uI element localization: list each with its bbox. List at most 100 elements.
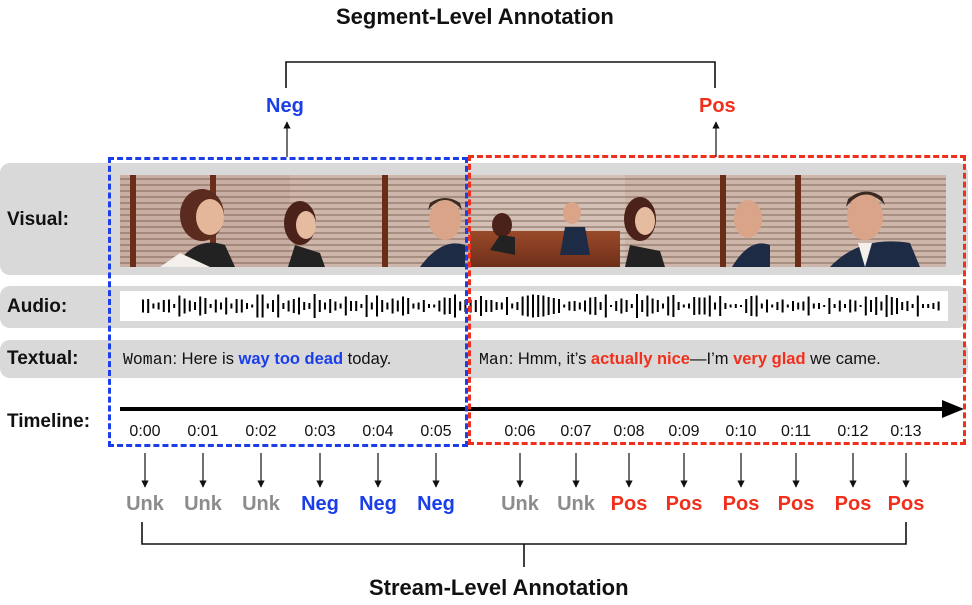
- audio-row-label: Audio:: [7, 296, 68, 317]
- waveform-bar: [932, 303, 935, 309]
- waveform-bar: [506, 297, 508, 315]
- waveform-bar: [630, 304, 633, 308]
- timeline-tick: 0:01: [187, 423, 219, 440]
- frame-3: [465, 175, 625, 267]
- waveform-bar: [526, 295, 529, 317]
- timeline-tick: 0:08: [613, 423, 645, 440]
- waveform-bar: [584, 300, 586, 312]
- waveform-bar: [719, 296, 722, 316]
- timeline-tick: 0:05: [420, 423, 452, 440]
- waveform-bar: [230, 303, 233, 309]
- waveform-bar: [443, 297, 446, 315]
- waveform-bar: [646, 295, 649, 317]
- stream-level-title: Stream-Level Annotation: [369, 575, 629, 600]
- waveform-bar: [266, 303, 269, 309]
- waveform-bar: [911, 304, 914, 308]
- timeline-tick: 0:09: [668, 423, 700, 440]
- waveform-bar: [916, 295, 919, 317]
- waveform-bar: [625, 300, 628, 312]
- waveform-bar: [703, 297, 706, 315]
- waveform-bar: [563, 304, 566, 308]
- waveform-bar: [589, 297, 592, 315]
- waveform-bar: [152, 303, 155, 309]
- waveform-bar: [896, 298, 898, 314]
- waveform-bar: [750, 296, 753, 316]
- stream-label: Pos: [887, 493, 925, 515]
- waveform-bar: [360, 304, 363, 308]
- speaker-woman: Woman: [123, 350, 173, 369]
- timeline-row-label: Timeline:: [7, 411, 91, 432]
- waveform-bar: [261, 294, 264, 318]
- video-frames-strip: [120, 175, 946, 267]
- waveform-bar: [391, 298, 394, 314]
- waveform-bar: [682, 304, 685, 308]
- waveform-bar: [802, 301, 805, 311]
- waveform-bar: [381, 300, 384, 312]
- stream-label: Unk: [557, 493, 595, 515]
- waveform-bar: [693, 297, 696, 315]
- frame-2: [284, 175, 465, 267]
- waveform-bar: [864, 296, 867, 316]
- stream-label: Neg: [417, 493, 455, 515]
- timeline-tick: 0:04: [362, 423, 394, 440]
- waveform-bar: [786, 304, 789, 308]
- waveform-bar: [511, 303, 514, 309]
- waveform-bar: [386, 302, 389, 310]
- waveform-bar: [454, 294, 456, 318]
- utterance-first-part-a: : Here is: [172, 350, 239, 368]
- waveform-bar: [480, 296, 482, 316]
- waveform-bar: [760, 303, 763, 309]
- waveform-bar: [287, 300, 290, 312]
- waveform-bar: [183, 298, 186, 314]
- waveform-bar: [677, 302, 680, 310]
- waveform-bar: [448, 298, 451, 314]
- waveform-bar: [620, 298, 623, 314]
- waveform-bar: [485, 300, 488, 312]
- waveform-bar: [828, 298, 831, 314]
- waveform-bar: [188, 300, 191, 312]
- waveform-bar: [459, 301, 462, 311]
- waveform-bar: [178, 295, 181, 317]
- timeline-tick: 0:03: [304, 423, 336, 440]
- timeline-tick: 0:07: [560, 423, 592, 440]
- timeline-tick: 0:11: [781, 423, 811, 440]
- waveform-bar: [225, 297, 228, 315]
- waveform-bar: [251, 304, 254, 308]
- speaker-man: Man: [479, 350, 509, 369]
- waveform-bar: [246, 303, 248, 309]
- waveform-bar: [142, 299, 144, 313]
- segment-level-title: Segment-Level Annotation: [336, 4, 614, 29]
- waveform-bar: [552, 298, 555, 314]
- waveform-bar: [500, 302, 503, 310]
- waveform-bar: [610, 305, 612, 307]
- waveform-bar: [521, 296, 524, 316]
- waveform-bar: [282, 303, 285, 309]
- waveform-bar: [599, 302, 602, 310]
- segment-bracket: [285, 61, 716, 88]
- waveform-bar: [885, 295, 888, 317]
- timeline-tick: 0:12: [837, 423, 869, 440]
- stream-label: Pos: [834, 493, 872, 515]
- utterance-second-part-b: —I’m: [689, 350, 734, 368]
- frame-1: [120, 175, 290, 267]
- timeline-tick: 0:00: [129, 423, 161, 440]
- waveform-bar: [355, 301, 358, 311]
- frame-5: [770, 175, 946, 267]
- waveform-bar: [901, 302, 904, 310]
- waveform-bar: [542, 295, 545, 317]
- waveform-bar: [573, 301, 576, 311]
- waveform-bar: [292, 299, 295, 313]
- waveform-bar: [313, 294, 316, 318]
- timeline-tick: 0:02: [245, 423, 277, 440]
- waveform-bar: [604, 294, 607, 318]
- waveform-bar: [651, 298, 654, 314]
- waveform-bar: [662, 303, 664, 309]
- waveform-bar: [714, 302, 716, 310]
- utterance-second-part-c: we came.: [805, 350, 881, 368]
- waveform-bar: [324, 302, 326, 310]
- timeline-arrow: [120, 400, 964, 418]
- waveform-bars: [142, 294, 940, 318]
- timeline-tick: 0:13: [890, 423, 922, 440]
- waveform-bar: [490, 300, 493, 312]
